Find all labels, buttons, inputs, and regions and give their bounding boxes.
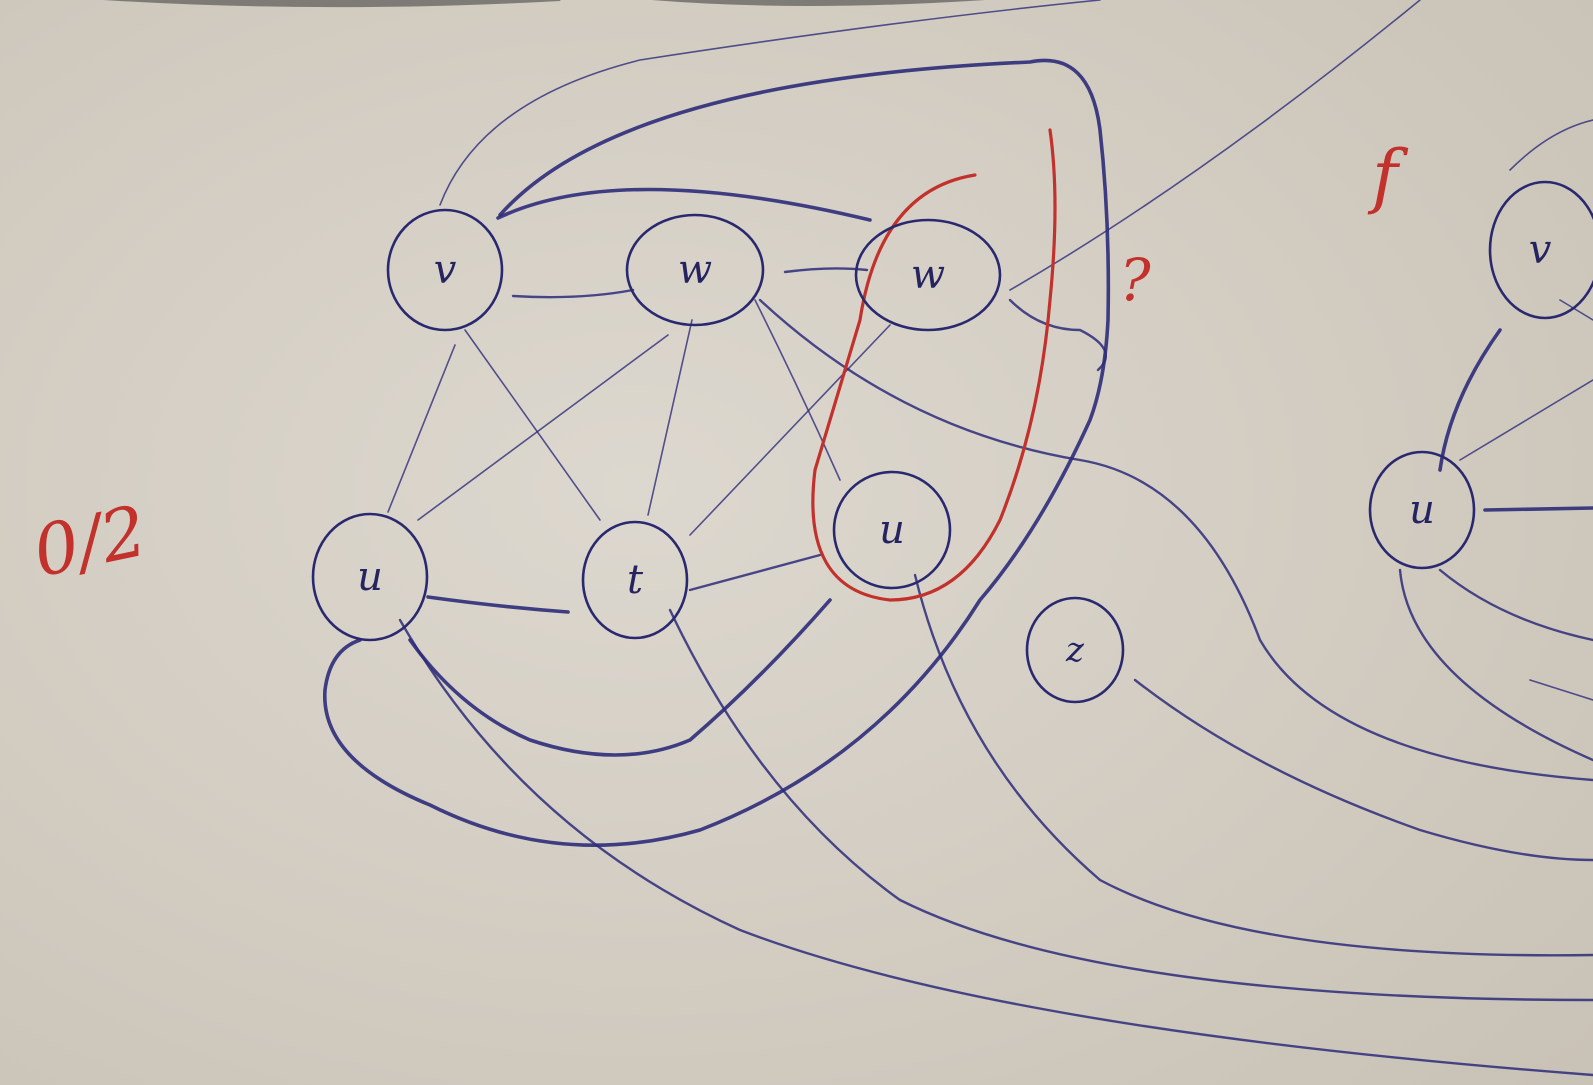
node-label: t [627, 557, 644, 603]
edge-t-long-bottom [668, 608, 1593, 1002]
node-circle [625, 213, 765, 327]
red-question-mark: ? [1119, 246, 1151, 314]
edge-u-u2-bottom [408, 598, 832, 757]
node-label: u [1409, 487, 1435, 533]
node-u1: u [311, 512, 429, 642]
node-label: u [357, 554, 383, 600]
edge-w2-hook [1008, 298, 1107, 372]
edge-v2-u3 [1438, 328, 1502, 472]
cropped-printed-text [103, 0, 986, 8]
node-label: w [678, 247, 712, 293]
node-label: w [911, 252, 945, 298]
edge-u-t [426, 595, 570, 614]
edge-u3-down-2 [1438, 568, 1593, 642]
edge-v-t [464, 329, 601, 521]
node-circle [854, 218, 1002, 332]
node-circle [386, 208, 504, 332]
node-z: z [1025, 596, 1125, 704]
edge-w-u [417, 334, 669, 521]
edge-w2-offpage [1009, 0, 1421, 291]
edge-w2-t [689, 324, 891, 536]
red-corrections [811, 128, 1057, 602]
node-circle [311, 512, 429, 642]
red-loop [811, 128, 1057, 602]
node-w2: w [854, 218, 1002, 332]
node-w1: w [625, 213, 765, 327]
edge-u3-right [1483, 506, 1593, 512]
edge-u3-down-1 [1398, 568, 1593, 762]
node-circle [1368, 450, 1476, 570]
edge-v-w2-arc [496, 187, 872, 222]
node-u2: u [832, 470, 952, 590]
edge-w-u2 [754, 299, 841, 481]
edge-far-right-stub [1529, 679, 1593, 701]
node-v2-cropped: v [1488, 180, 1593, 320]
node-circle [832, 470, 952, 590]
node-v1: v [386, 208, 504, 332]
edge-u-v [387, 344, 456, 513]
edge-v-w [511, 288, 635, 299]
edge-t-u2 [688, 553, 822, 592]
edge-v2-right [1559, 299, 1593, 321]
edge-w-far-right-1 [758, 298, 1593, 782]
edge-u2-long-bottom [913, 573, 1593, 957]
node-circle [1025, 596, 1125, 704]
node-u3: u [1368, 450, 1476, 570]
node-label: u [879, 507, 905, 553]
edge-v2-up [1509, 119, 1593, 171]
node-circle [1488, 180, 1593, 320]
node-circle [581, 520, 689, 640]
edge-w-t [647, 319, 693, 516]
node-label: v [434, 247, 457, 293]
edge-group [323, 0, 1593, 1077]
edge-u3-up-right [1459, 379, 1593, 461]
edge-u-long-bottom [398, 618, 1593, 1077]
node-label: z [1065, 630, 1085, 670]
node-label: v [1529, 227, 1552, 273]
edge-z-far-right [1133, 678, 1593, 862]
edge-outer-loop [323, 58, 1111, 847]
node-t: t [581, 520, 689, 640]
edge-w-w [783, 267, 869, 274]
edge-top-arc [439, 0, 1101, 206]
